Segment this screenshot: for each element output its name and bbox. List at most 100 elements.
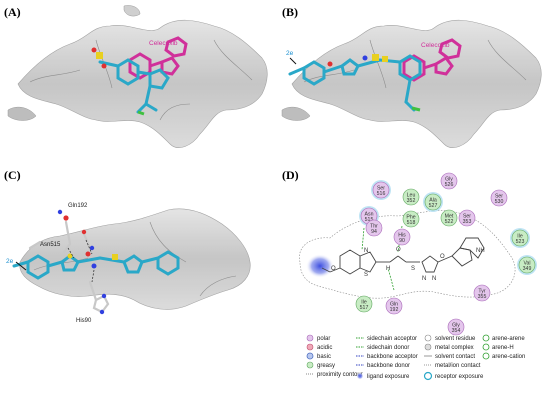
atom-nh: NH (476, 248, 485, 254)
protein-surface (17, 19, 268, 148)
residue-name: Ile (361, 300, 367, 306)
residue-number: 530 (495, 199, 504, 205)
residue-number: 353 (463, 219, 472, 225)
atom-h: H (386, 266, 390, 272)
ligand-2d-structure (321, 237, 485, 275)
atom-s: S (364, 272, 368, 278)
legend-polar-swatch (306, 334, 314, 342)
legend-arene-cation-swatch (482, 352, 490, 360)
atom-o: O (440, 254, 445, 260)
legend-sidechain-acceptor: sidechain acceptor (367, 336, 417, 342)
residue-disc (473, 284, 491, 302)
legend-sidechain-donor: sidechain donor (367, 345, 409, 351)
residue-gln192 (62, 220, 72, 254)
legend-basic-swatch (306, 352, 314, 360)
atom-n: N (364, 248, 368, 254)
oxygen-atom (101, 63, 107, 69)
residue-number: 517 (360, 305, 369, 311)
residue-number: 515 (365, 217, 374, 223)
legend-ligand-exposure-swatch (356, 372, 364, 380)
residue-name: Phe (406, 215, 415, 221)
residue-name: Ser (377, 186, 385, 192)
nitrogen-atom (99, 309, 105, 315)
residue-name: Leu (407, 193, 416, 199)
legend-arene-arene-swatch (482, 334, 490, 342)
panel-b-label: (B) (282, 5, 298, 19)
oxygen-atom (327, 61, 333, 67)
sulfur-atom (112, 254, 118, 260)
legend-arene-cation: arene-cation (492, 354, 525, 360)
residue-label-asn515: Asn515 (40, 242, 61, 248)
panel-d-label: (D) (282, 168, 299, 182)
sulfur-atom (372, 54, 379, 61)
legend-greasy: greasy (317, 363, 335, 369)
oxygen-atom (63, 215, 69, 221)
legend-solvent-residue: solvent residue (435, 336, 476, 342)
celecoxib-ligand (402, 38, 462, 82)
residue-name: Ala (429, 198, 437, 204)
residue-disc (424, 193, 442, 211)
compound-2e-tag: 2e (286, 50, 294, 57)
atom-o: O (331, 266, 336, 272)
residue-number: 523 (516, 239, 525, 245)
legend-greasy-swatch (306, 361, 314, 369)
legend-metal-ion-contact: metal/ion contact (435, 363, 481, 369)
residue-disc (458, 209, 476, 227)
nitrogen-atom (362, 55, 368, 61)
panel-a-label: (A) (4, 5, 21, 19)
residue-number: 90 (399, 238, 405, 244)
legend-solvent-contact: solvent contact (435, 354, 475, 360)
atom-s: S (411, 266, 415, 272)
residue-disc (355, 295, 373, 313)
residue-number: 355 (478, 294, 487, 300)
residue-disc (440, 209, 458, 227)
residue-gln-192: Gln192 (385, 297, 403, 315)
pointer-arrow (289, 57, 297, 65)
pointer-arrow (15, 261, 27, 271)
residue-disc (385, 297, 403, 315)
residue-disc (372, 181, 390, 199)
panel-c-label: (C) (4, 168, 21, 182)
protein-surface (19, 208, 251, 310)
panel-b: (B) Celecoxib 2e (281, 5, 542, 148)
legend-acidic-swatch (306, 343, 314, 351)
residue-disc (518, 256, 536, 274)
residue-name: Gly (452, 323, 460, 329)
residue-name: Thr (370, 224, 378, 230)
residue-number: 522 (445, 219, 454, 225)
residue-name: Met (445, 214, 454, 220)
legend-backbone-acceptor: backbone acceptor (367, 354, 418, 360)
residue-name: Val (523, 261, 530, 267)
legend-polar: polar (317, 336, 330, 342)
residue-name: Ile (517, 234, 523, 240)
residue-number: 354 (452, 328, 461, 334)
celecoxib-tag: Celecoxib (149, 40, 178, 47)
residue-disc (490, 189, 508, 207)
compound-2e-pose (12, 250, 180, 280)
legend-arene-arene: arene-arene (492, 336, 525, 342)
nitrogen-atom (89, 245, 95, 251)
fluorine-atom (411, 106, 421, 112)
legend-arene-h: arene-H (492, 345, 514, 351)
residue-disc (402, 210, 420, 228)
celecoxib-tag: Celecoxib (421, 42, 450, 49)
residue-disc (402, 188, 420, 206)
residue-number: 527 (429, 203, 438, 209)
ligand-exposure-blob (306, 254, 334, 278)
oxygen-atom (85, 251, 91, 257)
ligand-pose-a (98, 58, 170, 114)
hydrogen-bonds (67, 239, 95, 283)
nitrogen-atom (57, 209, 63, 215)
residue-disc (511, 229, 529, 247)
residue-name: Ser (463, 214, 471, 220)
residue-disc (447, 318, 465, 336)
